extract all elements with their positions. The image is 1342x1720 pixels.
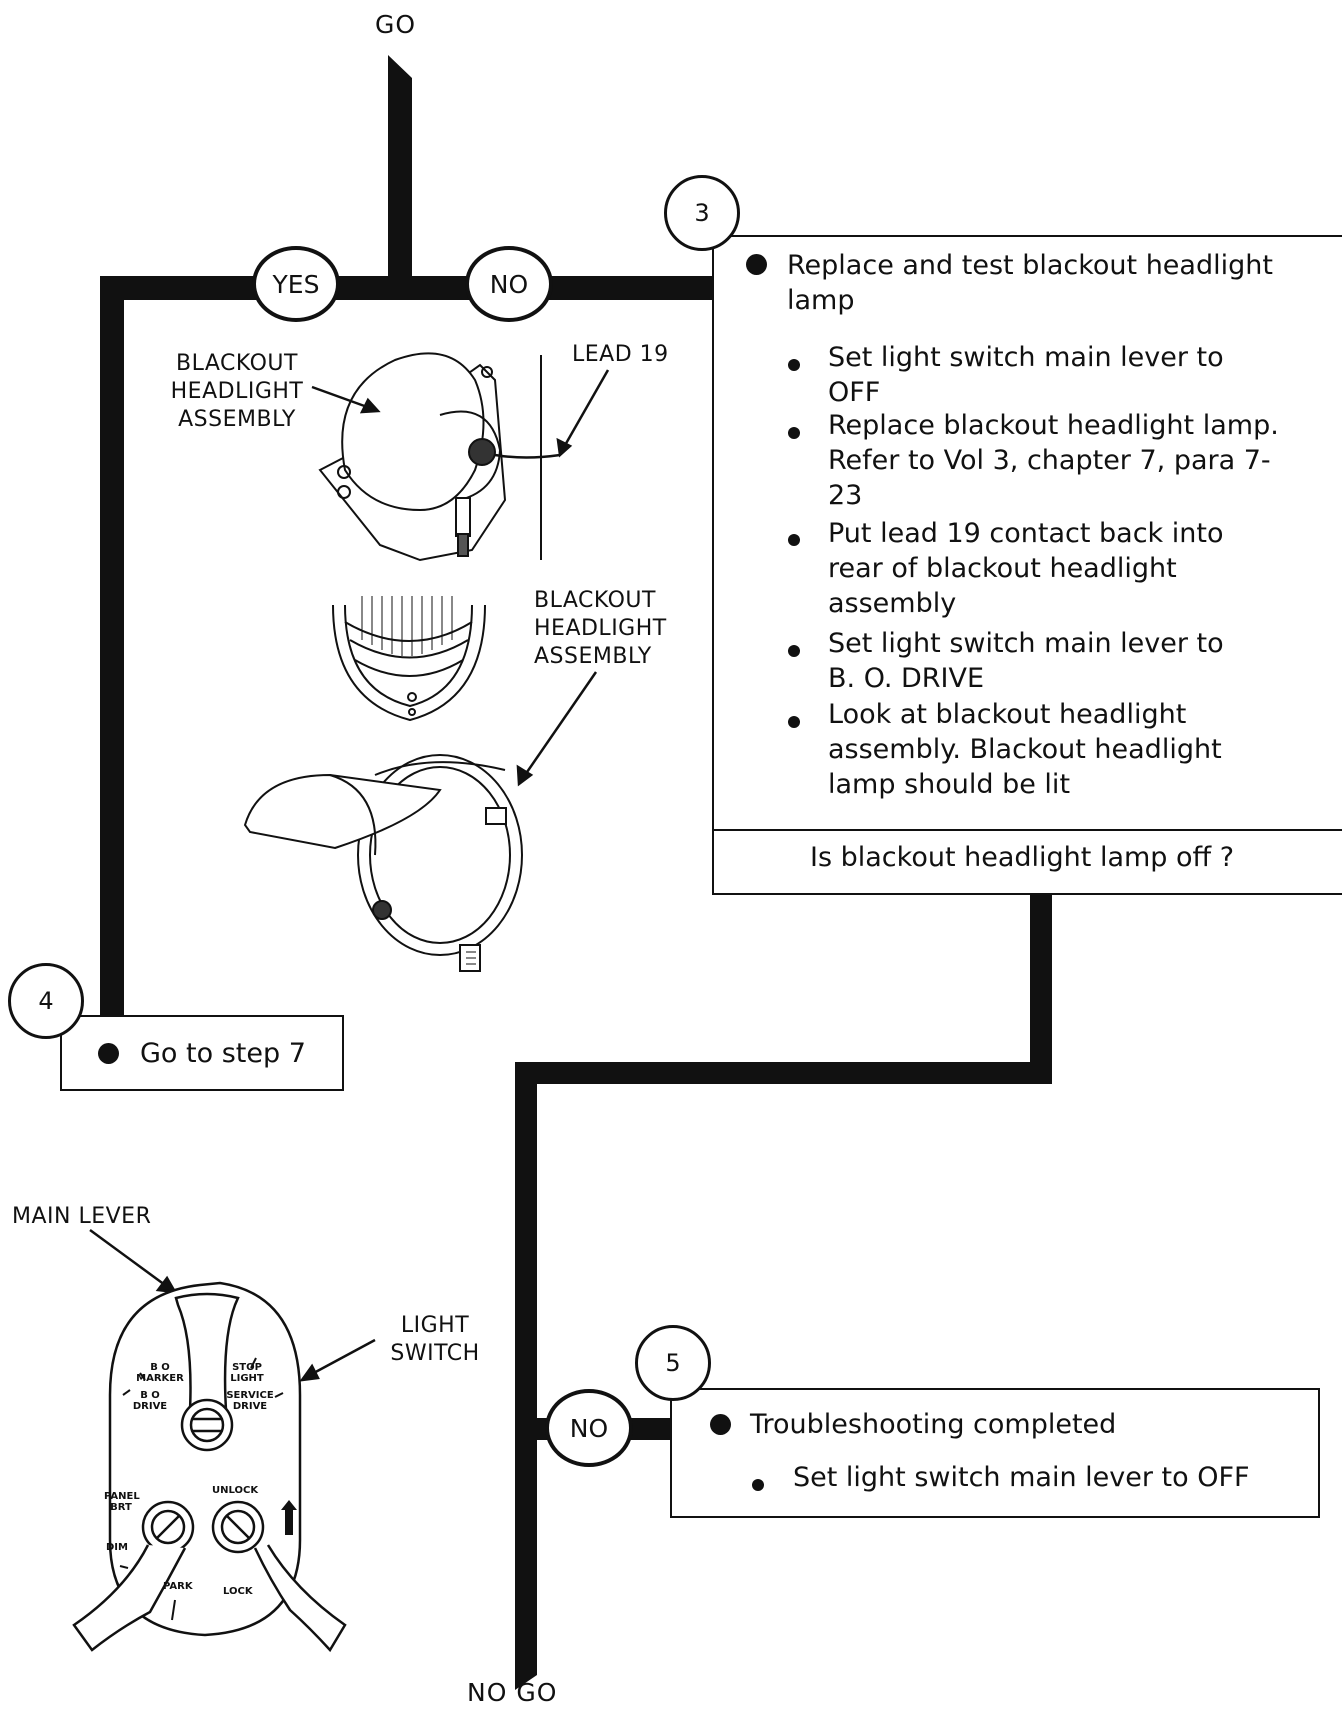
step-3-sub-1: Set light switch main lever to OFF xyxy=(828,342,1224,408)
step-4-bullet xyxy=(98,1043,119,1064)
bo-drive-label: B O DRIVE xyxy=(132,1390,168,1412)
step-3-number: 3 xyxy=(664,175,740,251)
no-decision-bottom: NO xyxy=(545,1389,633,1467)
yes-decision: YES xyxy=(252,246,340,322)
service-drive-label: SERVICE DRIVE xyxy=(226,1390,274,1412)
step-3-sub-5: Look at blackout headlight assembly. Bla… xyxy=(828,699,1222,800)
park-label: PARK xyxy=(163,1581,193,1592)
step-3-question: Is blackout headlight lamp off ? xyxy=(810,842,1235,873)
step-4-number: 4 xyxy=(8,963,84,1039)
step-3-sub-bullet xyxy=(788,716,800,728)
light-switch-illustration xyxy=(72,1281,347,1653)
step-4-box xyxy=(60,1015,344,1091)
step-3-main-text: Replace and test blackout headlight lamp xyxy=(787,250,1273,316)
step-3-sub-bullet xyxy=(788,645,800,657)
step-3-sub-bullet xyxy=(788,427,800,439)
step-3-main-bullet xyxy=(746,254,767,275)
no-decision: NO xyxy=(465,246,553,322)
step-5-sub-text: Set light switch main lever to OFF xyxy=(793,1462,1250,1493)
step-5-number: 5 xyxy=(635,1325,711,1401)
blackout-headlight-front-illustration xyxy=(243,754,523,972)
dim-label: DIM xyxy=(106,1542,128,1553)
callout-text: BLACKOUT HEADLIGHT ASSEMBLY xyxy=(534,588,667,669)
unlock-label: UNLOCK xyxy=(212,1485,259,1496)
blackout-headlight-mounted-illustration xyxy=(318,352,561,562)
blackout-headlight-assembly-callout-2: BLACKOUT HEADLIGHT ASSEMBLY xyxy=(534,587,694,671)
light-switch-callout: LIGHT SWITCH xyxy=(380,1312,490,1368)
go-label: GO xyxy=(375,10,417,39)
lock-label: LOCK xyxy=(223,1586,253,1597)
step-4-text: Go to step 7 xyxy=(140,1038,306,1069)
no-go-label: NO GO xyxy=(467,1678,558,1707)
step-5-sub-bullet xyxy=(752,1479,764,1491)
blackout-headlight-assembly-callout-1: BLACKOUT HEADLIGHT ASSEMBLY xyxy=(152,350,322,434)
step-3-sub-bullet xyxy=(788,359,800,371)
step-5-box xyxy=(670,1388,1320,1518)
callout-text: LIGHT SWITCH xyxy=(390,1313,480,1366)
callout-leaders xyxy=(89,369,610,1382)
step-3-box xyxy=(712,235,1342,895)
step-5-main-text: Troubleshooting completed xyxy=(750,1409,1117,1440)
bo-marker-label: B O MARKER xyxy=(136,1362,184,1384)
panel-brt-label: PANEL BRT xyxy=(104,1491,140,1513)
main-lever-callout: MAIN LEVER xyxy=(12,1204,152,1229)
step-3-sub-2: Replace blackout headlight lamp. Refer t… xyxy=(828,410,1279,511)
step-3-sub-4: Set light switch main lever to B. O. DRI… xyxy=(828,628,1224,694)
step-5-main-bullet xyxy=(710,1414,731,1435)
blackout-headlight-lens-illustration xyxy=(332,596,486,722)
stop-light-label: STOP LIGHT xyxy=(230,1362,264,1384)
step-3-sub-3: Put lead 19 contact back into rear of bl… xyxy=(828,518,1224,619)
lead-19-callout: LEAD 19 xyxy=(572,342,669,367)
callout-text: BLACKOUT HEADLIGHT ASSEMBLY xyxy=(170,351,304,432)
step-3-sub-bullet xyxy=(788,534,800,546)
